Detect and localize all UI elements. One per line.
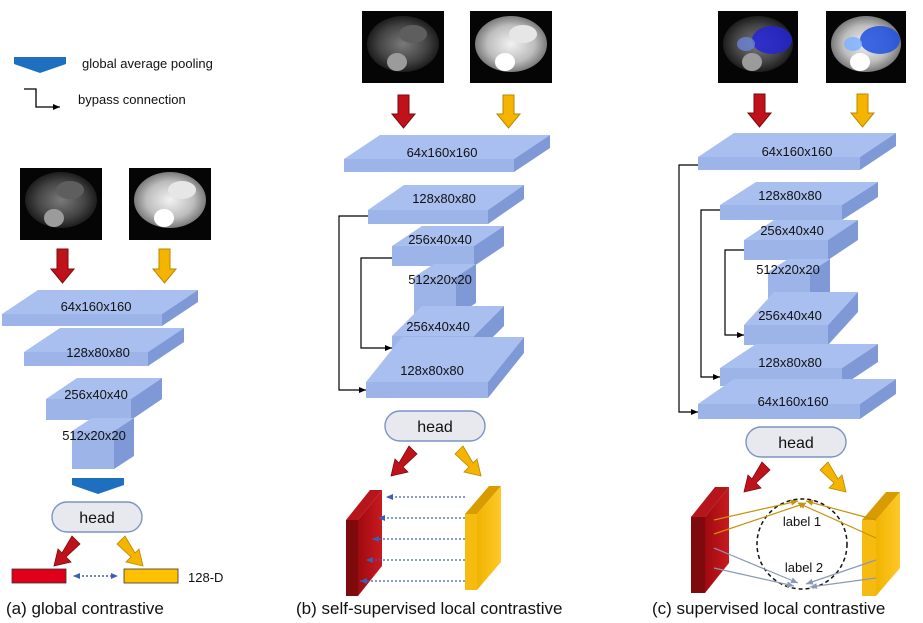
bypass-legend-label: bypass connection <box>78 92 186 107</box>
yellow-arrow-icon <box>151 248 178 284</box>
label-1-links <box>713 499 877 539</box>
svg-text:128x80x80: 128x80x80 <box>412 191 476 206</box>
yellow-arrow-icon <box>495 94 522 129</box>
ct-image-a-1 <box>20 168 102 240</box>
label-1: label 1 <box>783 514 821 529</box>
bypass-connection-c-middle <box>700 209 720 380</box>
ct-image-c-1 <box>718 11 798 83</box>
local-contrast-links <box>360 494 465 584</box>
red-arrow-icon <box>49 248 76 284</box>
block-c-64x160x160: 64x160x160 <box>698 133 896 170</box>
block-a-256x40x40: 256x40x40 <box>46 378 162 420</box>
svg-text:256x40x40: 256x40x40 <box>760 223 824 238</box>
block-a-64x160x160: 64x160x160 <box>2 290 198 326</box>
block-c-256x40x40: 256x40x40 <box>744 220 858 260</box>
block-b-128x80x80-up: 128x80x80 <box>366 337 524 398</box>
red-diagonal-arrow-icon <box>390 445 418 477</box>
yellow-arrow-icon <box>849 93 876 128</box>
bypass-icon <box>24 88 60 110</box>
pooling-icon <box>72 478 124 494</box>
panel-c: 64x160x160 128x80x80 256x40x40 512x20x20… <box>652 11 906 618</box>
bypass-connection-c-inner <box>724 249 744 338</box>
yellow-feature-vector <box>123 568 179 584</box>
bypass-connection-c-outer <box>678 164 698 415</box>
svg-text:256x40x40: 256x40x40 <box>408 232 472 247</box>
svg-text:256x40x40: 256x40x40 <box>758 308 822 323</box>
red-feature-vector <box>11 568 67 584</box>
yellow-feature-map <box>465 486 501 590</box>
svg-text:128x80x80: 128x80x80 <box>758 188 822 203</box>
block-c-64x160x160-up: 64x160x160 <box>698 379 896 419</box>
svg-text:128x80x80: 128x80x80 <box>400 363 464 378</box>
block-b-128x80x80: 128x80x80 <box>368 185 524 224</box>
svg-text:512x20x20: 512x20x20 <box>408 272 472 287</box>
panel-b: 64x160x160 128x80x80 256x40x40 512x20x20… <box>296 11 562 618</box>
yellow-diagonal-arrow-icon <box>116 535 144 567</box>
svg-text:head: head <box>417 419 453 436</box>
red-feature-map <box>691 487 729 593</box>
block-c-128x80x80: 128x80x80 <box>720 182 878 220</box>
bypass-connection-b-inner <box>360 257 392 351</box>
bypass-connection-b-outer <box>338 215 368 393</box>
block-a-512x20x20: 512x20x20 <box>62 418 134 469</box>
svg-text:128x80x80: 128x80x80 <box>66 345 130 360</box>
legend: global average pooling bypass connection <box>14 56 213 110</box>
yellow-diagonal-arrow-icon <box>819 461 847 493</box>
head-a: head <box>51 501 143 533</box>
red-arrow-icon <box>390 94 417 129</box>
pooling-icon <box>14 57 66 73</box>
svg-text:64x160x160: 64x160x160 <box>762 144 833 159</box>
block-c-256x40x40-up: 256x40x40 <box>744 292 858 345</box>
yellow-feature-map <box>862 492 900 596</box>
red-diagonal-arrow-icon <box>53 535 81 567</box>
ct-image-b-2 <box>470 11 552 83</box>
svg-text:256x40x40: 256x40x40 <box>406 319 470 334</box>
red-diagonal-arrow-icon <box>743 461 771 493</box>
block-a-128x80x80: 128x80x80 <box>24 328 184 366</box>
head-c: head <box>745 426 847 458</box>
svg-text:64x160x160: 64x160x160 <box>758 394 829 409</box>
caption-c: (c) supervised local contrastive <box>652 599 885 618</box>
dim-label: 128-D <box>188 570 223 585</box>
block-b-64x160x160: 64x160x160 <box>344 135 550 172</box>
ct-image-b-1 <box>362 11 444 83</box>
label-2-links <box>713 547 877 590</box>
ct-image-a-2 <box>129 168 211 240</box>
svg-text:256x40x40: 256x40x40 <box>64 387 128 402</box>
head-b: head <box>384 410 486 442</box>
pooling-legend-label: global average pooling <box>82 56 213 71</box>
svg-text:512x20x20: 512x20x20 <box>62 428 126 443</box>
block-b-256x40x40: 256x40x40 <box>392 226 504 266</box>
label-cluster-circle <box>756 498 848 590</box>
svg-text:64x160x160: 64x160x160 <box>407 145 478 160</box>
svg-text:128x80x80: 128x80x80 <box>758 355 822 370</box>
svg-text:64x160x160: 64x160x160 <box>61 299 132 314</box>
red-arrow-icon <box>746 93 773 128</box>
caption-b: (b) self-supervised local contrastive <box>296 599 562 618</box>
caption-a: (a) global contrastive <box>6 599 164 618</box>
svg-text:512x20x20: 512x20x20 <box>756 262 820 277</box>
svg-text:head: head <box>778 435 814 452</box>
red-feature-map <box>346 490 382 596</box>
label-2: label 2 <box>785 560 823 575</box>
panel-a: 64x160x160 128x80x80 256x40x40 512x20x20… <box>2 168 223 618</box>
yellow-diagonal-arrow-icon <box>454 445 482 477</box>
ct-image-c-2 <box>826 11 906 83</box>
svg-text:head: head <box>79 510 115 527</box>
